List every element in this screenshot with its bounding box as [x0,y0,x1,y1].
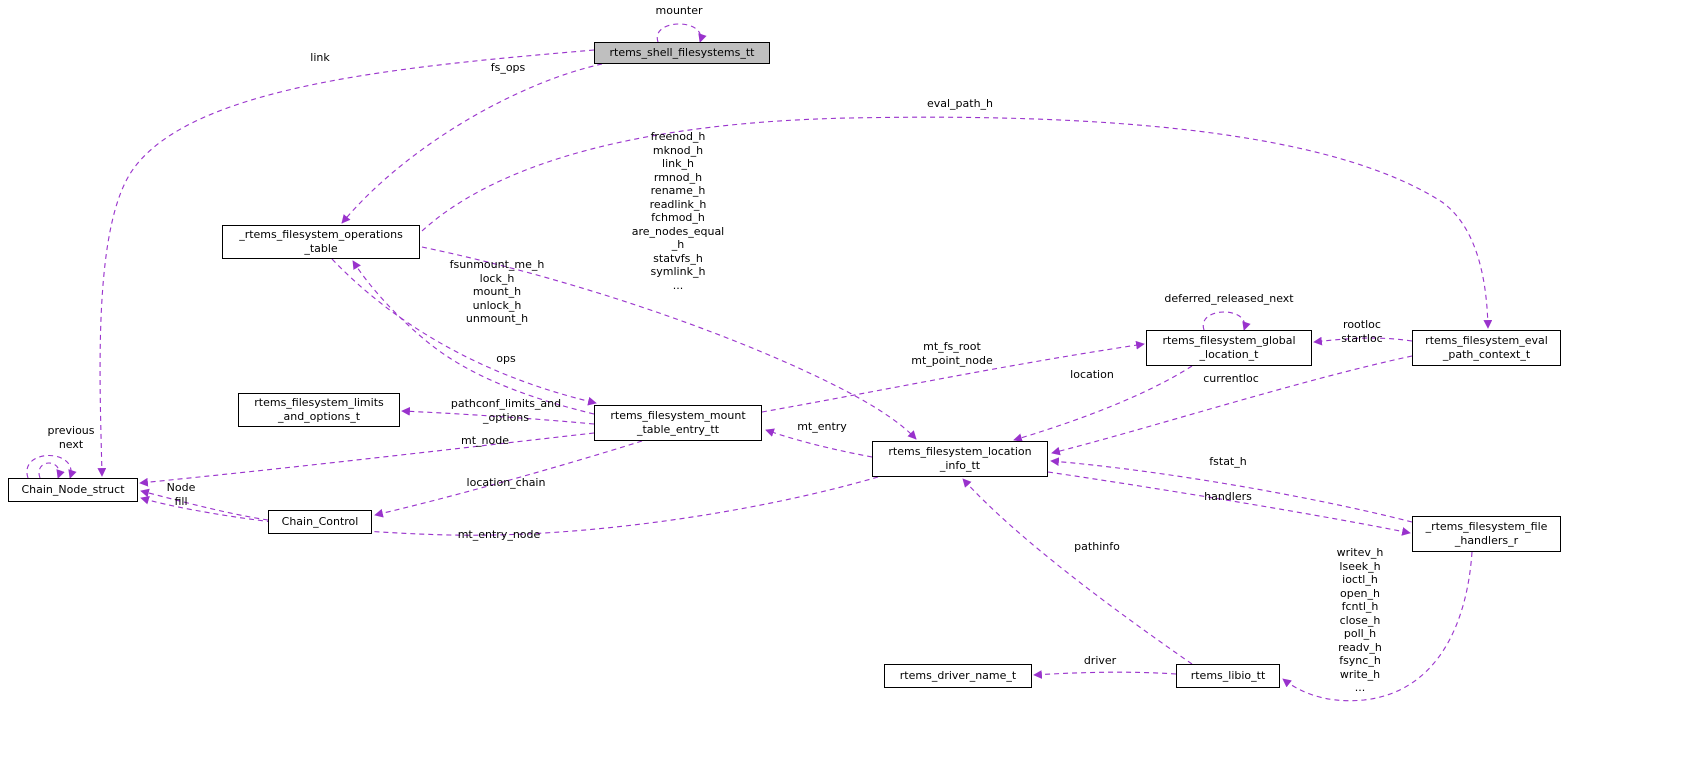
edge-label-link: link [310,51,330,64]
edge-currentloc [1051,355,1413,456]
edge-label-ops-to-mount-members: fsunmount_me_h lock_h mount_h unlock_h u… [449,258,545,325]
edge-driver [1033,670,1177,679]
edge-ops [352,260,595,415]
node-rtems-filesystem-operations-table[interactable]: _rtems_filesystem_operations _table [222,225,420,259]
edge-label-fs-ops: fs_ops [490,61,526,74]
edge-label-pathinfo: pathinfo [1074,540,1120,553]
edge-fstat-h [1050,457,1413,523]
edge-label-mt-entry: mt_entry [797,420,847,433]
node-rtems-libio-tt[interactable]: rtems_libio_tt [1176,664,1280,688]
edge-mt-node [139,432,595,487]
edge-fs-ops [341,63,603,224]
edge-pathconf [401,406,595,425]
edge-label-handlers-to-libio-members: writev_h lseek_h ioctl_h open_h fcntl_h … [1336,546,1384,694]
edge-location [1013,365,1193,442]
edge-location-chain [374,440,643,518]
edge-label-eval-path-h: eval_path_h [926,97,994,110]
edge-label-ops: ops [496,352,516,365]
edge-rootloc-startloc [1313,336,1413,346]
node-rtems-shell-filesystems-tt[interactable]: rtems_shell_filesystems_tt [594,42,770,64]
edge-label-deferred-released-next: deferred_released_next [1164,292,1294,305]
node-rtems-filesystem-eval-path-context-t[interactable]: rtems_filesystem_eval _path_context_t [1412,330,1561,366]
edge-pathinfo [962,478,1193,665]
edge-label-fstat-h: fstat_h [1209,455,1247,468]
node-chain-node-struct[interactable]: Chain_Node_struct [8,478,138,502]
edge-mt-entry [765,428,873,458]
edge-deferred-self-loop [1202,311,1251,331]
edge-label-currentloc: currentloc [1203,372,1259,385]
node-rtems-driver-name-t[interactable]: rtems_driver_name_t [884,664,1032,688]
edge-label-pathconf-limits-and-options: pathconf_limits_and _options [450,397,562,424]
edge-link [97,49,595,477]
edge-label-location: location [1070,368,1114,381]
edge-next-self-loop [38,462,65,479]
edge-label-location-chain: location_chain [466,476,546,489]
edge-label-mounter: mounter [655,4,703,17]
edge-mt-entry-node [140,476,879,536]
edge-label-mt-entry-node: mt_entry_node [457,528,541,541]
edge-label-node-fill: Node fill [166,481,196,508]
edge-label-rootloc-startloc: rootloc startloc [1341,318,1383,345]
edge-label-previous-next: previous next [47,424,95,451]
node-rtems-filesystem-location-info-tt[interactable]: rtems_filesystem_location _info_tt [872,441,1048,477]
edge-label-mt-node: mt_node [461,434,509,447]
edge-handlers-to-libio [1282,551,1473,702]
edge-mt-roots [761,340,1145,413]
edge-previous-self-loop [26,454,77,479]
edge-label-mt-fs-root-mt-point-node: mt_fs_root mt_point_node [911,340,993,367]
edge-label-driver: driver [1083,654,1117,667]
edge-node-fill [140,488,269,521]
node-chain-control[interactable]: Chain_Control [268,510,372,534]
node-rtems-filesystem-limits-and-options-t[interactable]: rtems_filesystem_limits _and_options_t [238,393,400,427]
node-rtems-filesystem-mount-table-entry-tt[interactable]: rtems_filesystem_mount _table_entry_tt [594,405,762,441]
edge-eval-path-h [421,116,1493,329]
node-rtems-filesystem-file-handlers-r[interactable]: _rtems_filesystem_file _handlers_r [1412,516,1561,552]
edge-label-handlers: handlers [1204,490,1252,503]
edge-ops-to-location [421,246,917,440]
edge-mounter-self-loop [656,23,707,43]
node-rtems-filesystem-global-location-t[interactable]: rtems_filesystem_global _location_t [1146,330,1312,366]
edge-label-ops-to-location-members: freenod_h mknod_h link_h rmnod_h rename_… [631,130,725,292]
